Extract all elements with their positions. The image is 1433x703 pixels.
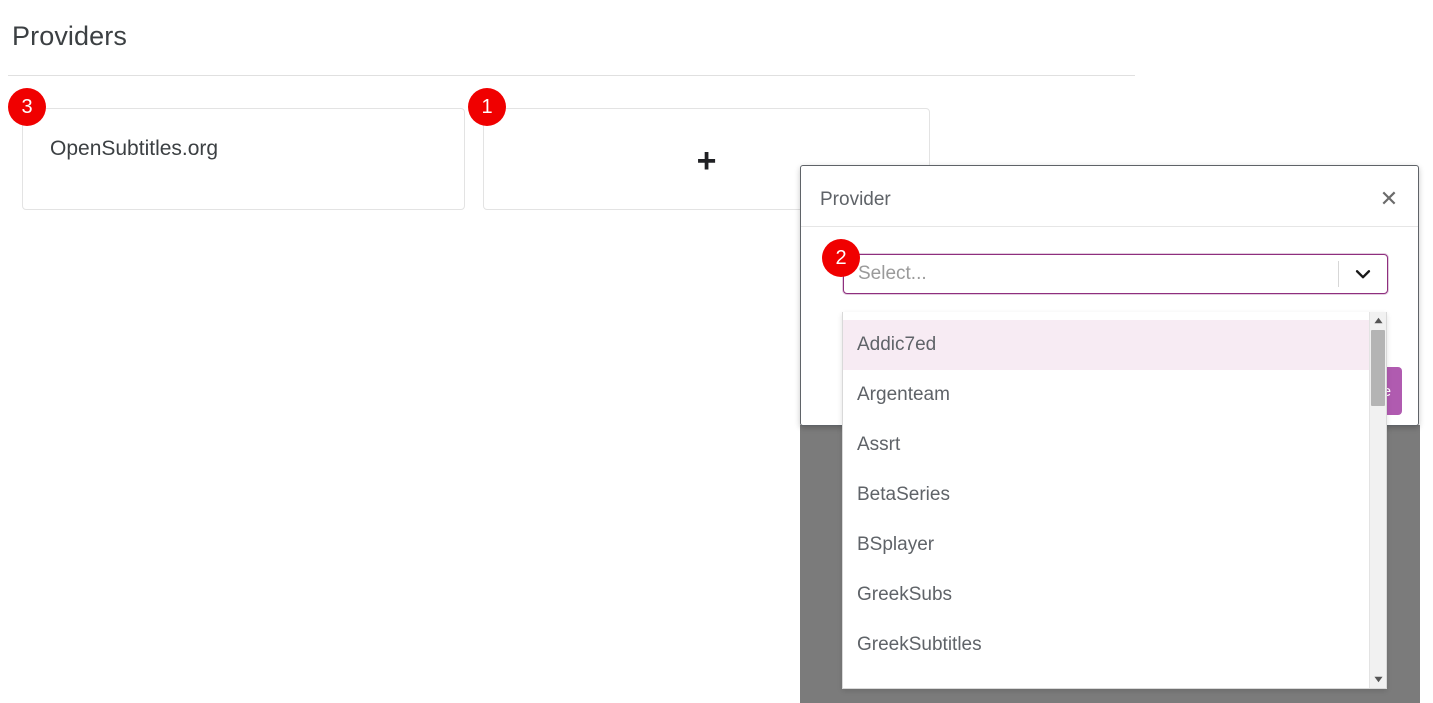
close-icon[interactable]: ✕	[1376, 186, 1402, 212]
annotation-badge-1: 1	[468, 88, 506, 126]
list-item[interactable]: GreekSubs	[857, 584, 953, 605]
modal-title: Provider	[820, 189, 891, 210]
list-item[interactable]: Argenteam	[857, 384, 950, 405]
annotation-badge-2: 2	[822, 239, 860, 277]
provider-option-list: Addic7ed Argenteam Assrt BetaSeries BSpl…	[843, 312, 1369, 688]
select-divider	[1338, 261, 1339, 287]
provider-select[interactable]: Select...	[843, 254, 1388, 294]
list-item[interactable]: BSplayer	[857, 534, 935, 555]
list-item[interactable]: BetaSeries	[857, 484, 950, 505]
annotation-badge-3: 3	[8, 88, 46, 126]
title-divider	[8, 75, 1135, 76]
page-title: Providers	[12, 21, 127, 51]
plus-icon: +	[696, 142, 717, 180]
provider-card-label: OpenSubtitles.org	[50, 137, 219, 160]
provider-card-opensubtitles[interactable]: OpenSubtitles.org	[22, 108, 465, 210]
list-item[interactable]: Addic7ed	[843, 320, 1369, 370]
chevron-down-icon[interactable]	[1339, 263, 1387, 285]
modal-header: Provider ✕	[801, 166, 1418, 227]
provider-select-placeholder: Select...	[858, 263, 927, 284]
list-item[interactable]: GreekSubtitles	[857, 634, 982, 655]
scroll-down-arrow-icon[interactable]	[1370, 671, 1386, 688]
list-item[interactable]: Assrt	[857, 434, 901, 455]
provider-dropdown-menu: Addic7ed Argenteam Assrt BetaSeries BSpl…	[842, 312, 1387, 689]
scroll-up-arrow-icon[interactable]	[1370, 312, 1386, 329]
modal-body: Select...	[801, 227, 1418, 367]
dropdown-scrollbar-thumb[interactable]	[1371, 330, 1385, 406]
dropdown-scrollbar[interactable]	[1369, 312, 1386, 688]
